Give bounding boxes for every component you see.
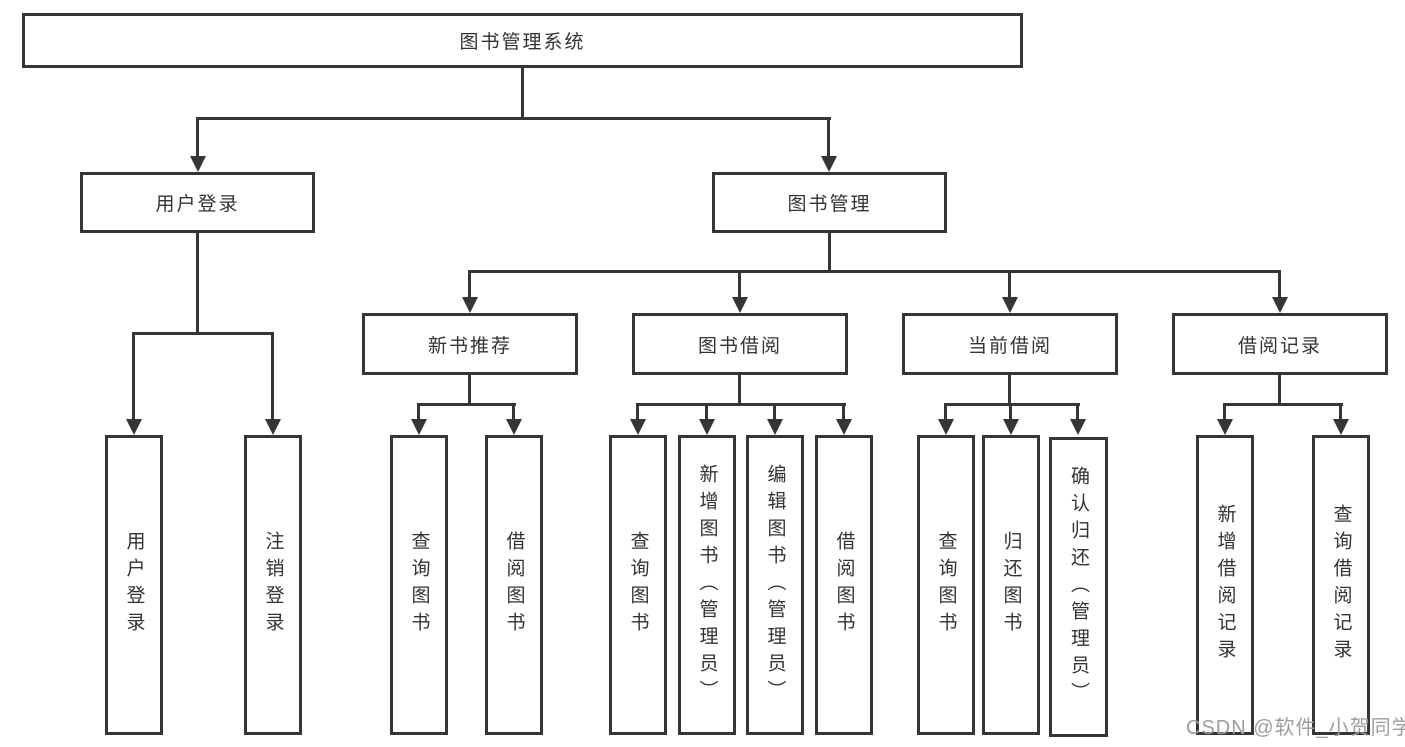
connector-management-stem (828, 233, 831, 273)
leaf-current-query-books: 查询图书 (917, 435, 975, 735)
connector-to-current (1008, 270, 1011, 299)
node-new-book-recommendation: 新书推荐 (362, 313, 578, 375)
connector-to-newbook (468, 270, 471, 299)
connector-current-rail (944, 403, 1080, 406)
arrow-down-icon (699, 419, 715, 435)
connector-borrow-stem (738, 375, 741, 406)
connector-login-rail (132, 332, 274, 335)
connector-to-leaf (512, 403, 515, 421)
connector-level3-rail (468, 270, 1281, 273)
arrow-down-icon (190, 156, 206, 172)
connector-login-stem (196, 233, 199, 335)
leaf-user-login: 用户登录 (105, 435, 163, 735)
connector-borrow-rail (636, 403, 846, 406)
node-current-borrowing: 当前借阅 (902, 313, 1118, 375)
connector-root-stem (521, 68, 524, 120)
arrow-down-icon (1002, 297, 1018, 313)
arrow-down-icon (265, 419, 281, 435)
connector-to-leaf (271, 332, 274, 419)
leaf-newbook-borrow-books: 借阅图书 (485, 435, 543, 735)
connector-to-leaf (1009, 403, 1012, 421)
arrow-down-icon (1003, 419, 1019, 435)
connector-level2-rail (196, 117, 831, 120)
connector-to-borrow (738, 270, 741, 299)
arrow-down-icon (767, 419, 783, 435)
node-book-borrowing: 图书借阅 (632, 313, 848, 375)
arrow-down-icon (411, 419, 427, 435)
arrow-down-icon (506, 419, 522, 435)
csdn-watermark: CSDN @软件_小贺同学 (1186, 717, 1405, 739)
arrow-down-icon (1070, 419, 1086, 435)
node-library-system: 图书管理系统 (22, 13, 1023, 68)
arrow-down-icon (126, 419, 142, 435)
connector-to-leaf (636, 403, 639, 421)
leaf-borrow-query-books: 查询图书 (609, 435, 667, 735)
connector-to-leaf (773, 403, 776, 421)
connector-to-leaf (1339, 403, 1342, 421)
connector-to-book-management (827, 117, 830, 157)
arrow-down-icon (836, 419, 852, 435)
leaf-add-books-admin: 新增图书（管理员） (678, 435, 736, 735)
connector-to-leaf (705, 403, 708, 421)
leaf-query-borrow-record: 查询借阅记录 (1312, 435, 1370, 735)
arrow-down-icon (732, 297, 748, 313)
leaf-logout: 注销登录 (244, 435, 302, 735)
connector-to-leaf (842, 403, 845, 421)
connector-newbook-stem (468, 375, 471, 406)
leaf-newbook-query-books: 查询图书 (390, 435, 448, 735)
connector-to-leaf (417, 403, 420, 421)
arrow-down-icon (938, 419, 954, 435)
arrow-down-icon (462, 297, 478, 313)
connector-to-leaf (944, 403, 947, 421)
node-borrowing-records: 借阅记录 (1172, 313, 1388, 375)
leaf-borrow-borrow-books: 借阅图书 (815, 435, 873, 735)
connector-to-leaf (132, 332, 135, 419)
arrow-down-icon (1272, 297, 1288, 313)
connector-newbook-rail (417, 403, 516, 406)
node-book-management: 图书管理 (712, 172, 947, 233)
connector-to-records (1278, 270, 1281, 299)
connector-to-user-login (196, 117, 199, 157)
arrow-down-icon (1217, 419, 1233, 435)
node-user-login: 用户登录 (80, 172, 315, 233)
leaf-confirm-return-admin: 确认归还（管理员） (1049, 437, 1108, 737)
connector-to-leaf (1223, 403, 1226, 421)
connector-records-stem (1278, 375, 1281, 406)
connector-records-rail (1223, 403, 1343, 406)
connector-to-leaf (1076, 403, 1079, 421)
arrow-down-icon (821, 156, 837, 172)
leaf-edit-books-admin: 编辑图书（管理员） (746, 435, 804, 735)
arrow-down-icon (630, 419, 646, 435)
leaf-add-borrow-record: 新增借阅记录 (1196, 435, 1254, 735)
connector-current-stem (1008, 375, 1011, 406)
leaf-return-books: 归还图书 (982, 435, 1040, 735)
arrow-down-icon (1333, 419, 1349, 435)
